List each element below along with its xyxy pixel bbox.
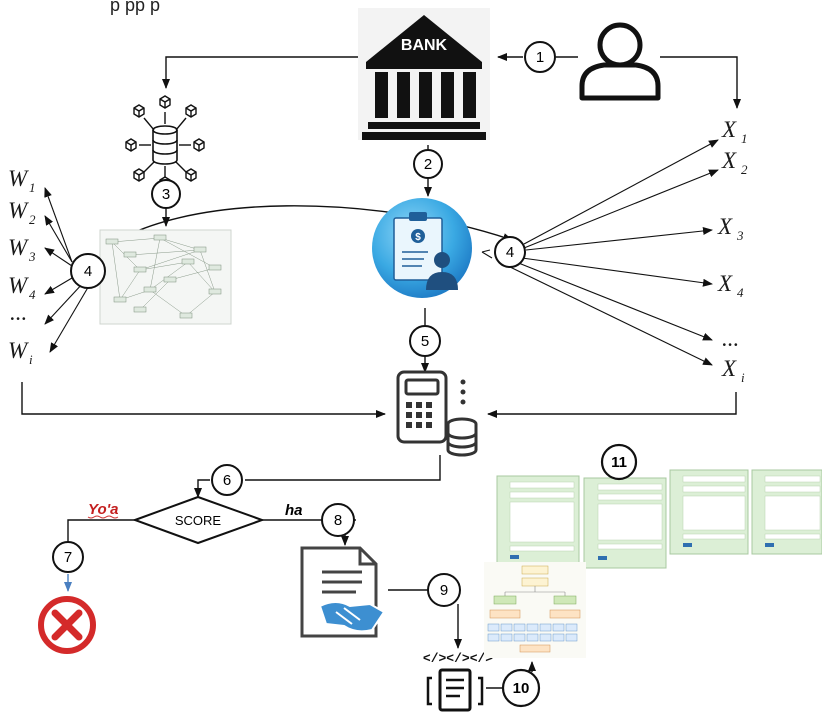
svg-text:X: X (717, 271, 733, 296)
svg-text:4: 4 (84, 263, 92, 280)
svg-text:</></></>: </></></> (423, 651, 493, 666)
svg-text:7: 7 (64, 549, 72, 566)
svg-text:6: 6 (223, 472, 231, 489)
no-branch-label: Yo'a (88, 501, 119, 518)
step-badge: 4 (494, 236, 526, 268)
svg-text:2: 2 (29, 212, 36, 227)
decision-tree-thumbnail (484, 562, 586, 658)
x-fan-lines (481, 139, 719, 366)
step-badge: 2 (413, 149, 443, 179)
svg-text:1: 1 (536, 49, 544, 66)
form-card-2 (583, 477, 667, 569)
step-badge: 10 (501, 668, 541, 708)
calculator-database-icon (396, 370, 478, 457)
svg-text:X: X (717, 214, 733, 239)
database-network-icon (125, 95, 205, 190)
form-card-4 (751, 469, 822, 555)
svg-text:3: 3 (28, 249, 36, 264)
customer-document-icon: $ (372, 198, 472, 298)
svg-text:3: 3 (736, 228, 744, 243)
svg-text:2: 2 (424, 156, 432, 173)
step-circles: 1 2 3 4 4 5 6 7 8 9 10 11 (52, 41, 638, 708)
svg-text:8: 8 (334, 512, 342, 529)
svg-text:10: 10 (513, 680, 530, 697)
x-variable: ... (722, 326, 739, 351)
w-variable: W 4 (8, 273, 36, 302)
w-variables: W 1 W 2 W 3 W 4 ... W i (8, 166, 36, 367)
no-label-underline (87, 515, 119, 519)
svg-text:...: ... (722, 326, 739, 351)
header-partial-text: р рр р (110, 0, 160, 15)
svg-text:1: 1 (29, 180, 36, 195)
w-variable: W 2 (8, 198, 36, 227)
step-badge: 6 (211, 464, 243, 496)
x-variable: X 3 (717, 214, 744, 243)
svg-text:4: 4 (29, 287, 36, 302)
svg-text:i: i (741, 370, 745, 385)
svg-text:...: ... (10, 300, 27, 325)
svg-text:W: W (8, 273, 29, 298)
step-badge: 3 (151, 179, 181, 209)
score-label: SCORE (175, 513, 222, 528)
form-card-3 (669, 469, 749, 555)
user-icon (579, 22, 661, 101)
svg-text:9: 9 (440, 582, 448, 599)
x-variable: X 4 (717, 271, 744, 300)
svg-text:3: 3 (162, 186, 170, 203)
svg-text:X: X (721, 356, 737, 381)
step-badge: 5 (409, 325, 441, 357)
contract-handshake-icon (300, 546, 386, 638)
svg-text:1: 1 (741, 131, 748, 146)
step-badge: 7 (52, 541, 84, 573)
application-forms-thumbnail (484, 469, 822, 658)
step-badge: 1 (524, 41, 556, 73)
w-variable: W 3 (8, 235, 36, 264)
svg-text:W: W (8, 235, 29, 260)
form-card-1 (496, 475, 580, 565)
w-variable: W 1 (8, 166, 36, 195)
svg-text:X: X (721, 148, 737, 173)
svg-text:W: W (8, 338, 29, 363)
step-badge: 9 (427, 573, 461, 607)
x-variable: X i (721, 356, 745, 385)
svg-text:4: 4 (506, 244, 514, 261)
w-variable: W i (8, 338, 33, 367)
svg-text:11: 11 (611, 454, 627, 471)
bank-label: BANK (401, 37, 448, 54)
step-badge: 4 (70, 253, 106, 289)
svg-text:4: 4 (737, 285, 744, 300)
svg-text:2: 2 (741, 162, 748, 177)
svg-text:i: i (29, 352, 33, 367)
reject-icon (38, 596, 96, 654)
yes-branch-label: ha (285, 502, 303, 519)
x-variable: X 2 (721, 148, 748, 177)
step-badge: 11 (600, 443, 638, 481)
score-decision: SCORE (132, 495, 265, 545)
step-badge: 8 (321, 503, 355, 537)
connectors (21, 53, 741, 689)
x-variable: X 1 (721, 117, 748, 146)
svg-text:W: W (8, 198, 29, 223)
svg-text:5: 5 (421, 333, 429, 350)
x-variables: X 1 X 2 X 3 X 4 ... X i (717, 117, 748, 385)
svg-text:X: X (721, 117, 737, 142)
w-variable: ... (10, 300, 27, 325)
network-graph-thumbnail (99, 229, 232, 325)
svg-text:W: W (8, 166, 29, 191)
svg-text:$: $ (415, 232, 421, 243)
w-fan-lines (44, 187, 91, 353)
bank-icon (358, 8, 490, 140)
code-document-icon: </></></> (423, 651, 493, 712)
